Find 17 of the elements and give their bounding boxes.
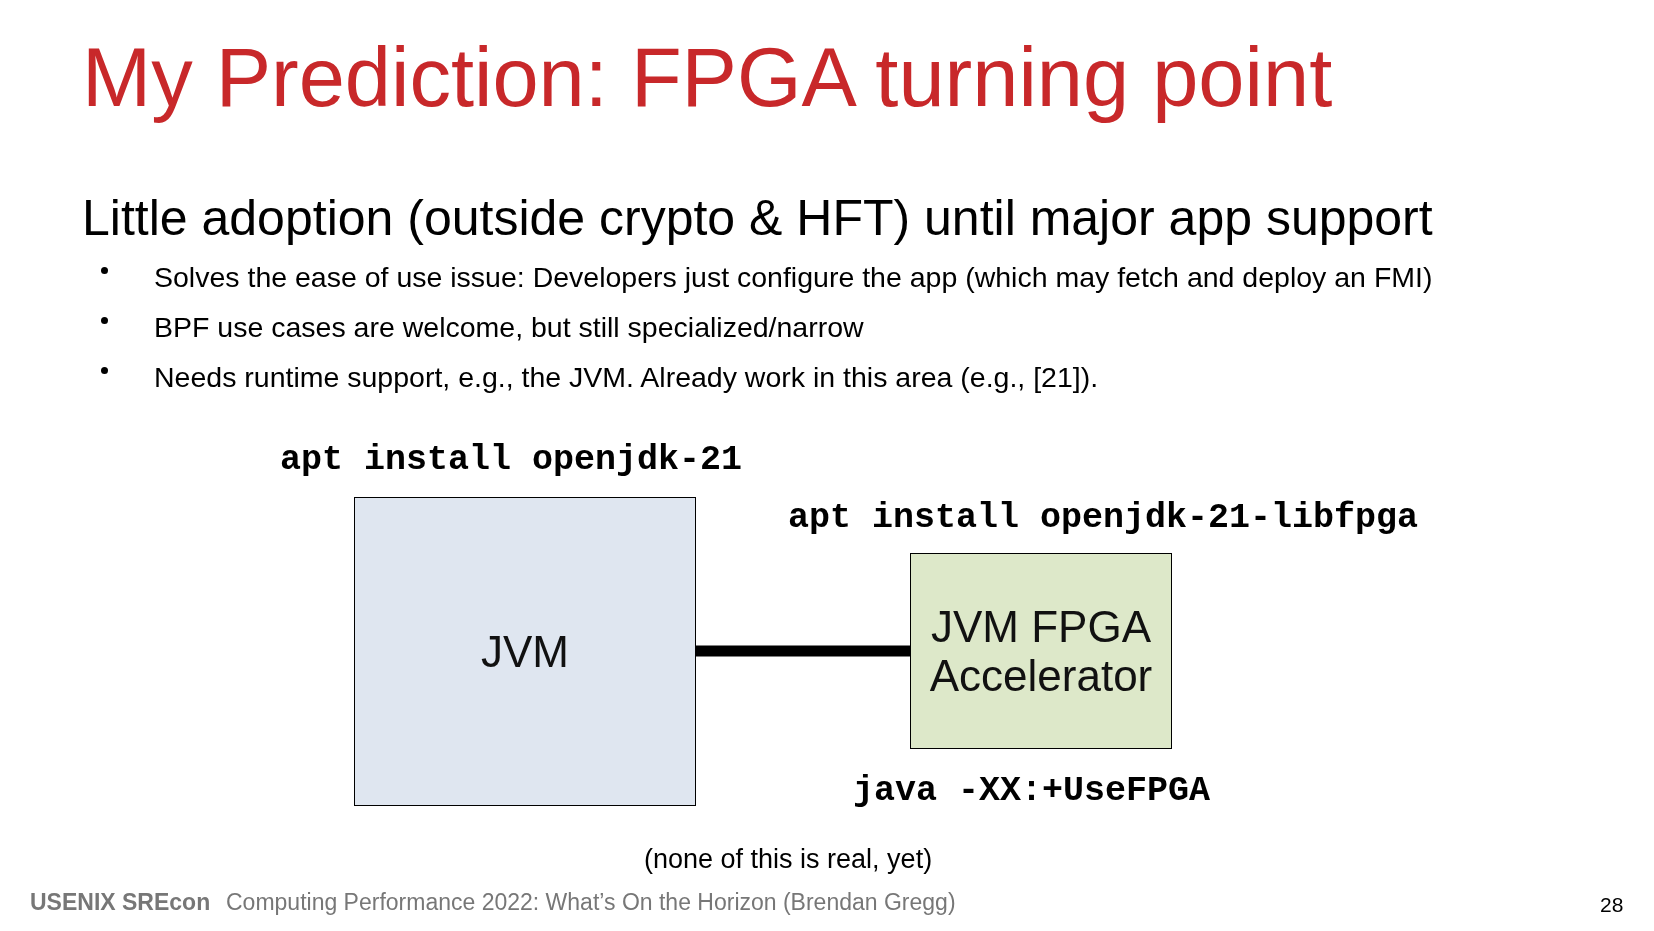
- subtitle: Little adoption (outside crypto & HFT) until major app support: [82, 189, 1433, 247]
- box-label: JVM: [481, 626, 569, 677]
- process-box: [354, 497, 696, 806]
- connector-line: [696, 645, 910, 657]
- slide-title: My Prediction: FPGA turning point: [82, 30, 1333, 126]
- note: (none of this is real, yet): [644, 844, 933, 875]
- process-box: [910, 553, 1172, 749]
- footer-text: Computing Performance 2022: What’s On the Horizon (Brendan Gregg): [226, 889, 956, 916]
- footer-event: USENIX SREcon: [30, 889, 211, 916]
- command-text: java -XX:+UseFPGA: [853, 771, 1211, 811]
- page-number: 28: [1600, 893, 1624, 917]
- bullet-text: Solves the ease of use issue: Developers just configure the app (which may fetch and deploy an FMI): [154, 261, 1433, 294]
- bullet-text: Needs runtime support, e.g., the JVM. Already work in this area (e.g., [21]).: [154, 361, 1099, 394]
- box-label: JVM FPGA Accelerator: [929, 601, 1153, 701]
- command-text: apt install openjdk-21-libfpga: [788, 498, 1419, 538]
- command-text: apt install openjdk-21: [280, 440, 743, 480]
- bullet-text: BPF use cases are welcome, but still specialized/narrow: [154, 311, 864, 344]
